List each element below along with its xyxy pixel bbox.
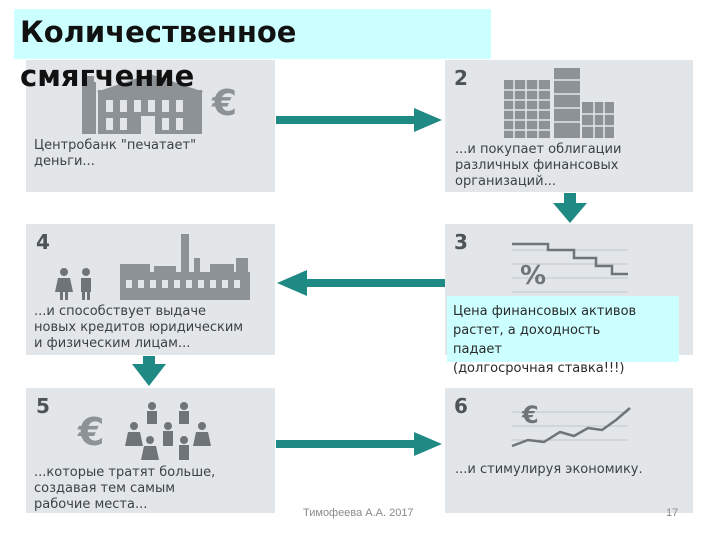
panel-6 bbox=[445, 388, 693, 513]
arrow-right-1-2 bbox=[276, 108, 442, 132]
falling-yield-chart-icon bbox=[512, 242, 628, 293]
panel-3-number: 3 bbox=[454, 230, 468, 254]
person-icon-2 bbox=[81, 268, 91, 300]
panel-4-text: ...и способствует выдаче новых кредитов … bbox=[34, 304, 244, 351]
panel-1-text: Центробанк "печатает" деньги... bbox=[34, 138, 197, 169]
arrow-down-4-5 bbox=[132, 356, 166, 386]
callout-highlight bbox=[447, 296, 679, 362]
arrow-right-5-6 bbox=[276, 432, 442, 456]
page-title: Количественное смягчение bbox=[20, 15, 297, 93]
crowd-icon bbox=[125, 402, 211, 460]
page-number: 17 bbox=[666, 507, 679, 519]
panel-2-text: ...и покупает облигации различных финанс… bbox=[455, 142, 622, 189]
euro-symbol-6: € bbox=[522, 401, 539, 429]
arrow-left-3-4 bbox=[277, 270, 445, 296]
factory-icon bbox=[120, 234, 250, 300]
people-and-factory-icon bbox=[55, 234, 250, 300]
panel-6-text: ...и стимулируя экономику. bbox=[455, 462, 643, 477]
euro-symbol-1: € bbox=[212, 83, 238, 124]
person-icon bbox=[55, 268, 73, 300]
panel-5-text: ...которые тратят больше, создавая тем с… bbox=[34, 465, 216, 512]
panel-4-number: 4 bbox=[36, 230, 50, 254]
callout-note: Цена финансовых активов растет, а доходн… bbox=[453, 304, 637, 376]
rising-economy-chart-icon bbox=[511, 407, 631, 448]
arrow-down-2-3 bbox=[553, 193, 587, 223]
financial-buildings-icon bbox=[504, 68, 614, 138]
panel-5-number: 5 bbox=[36, 394, 50, 418]
central-bank-icon bbox=[82, 74, 204, 134]
percent-symbol: % bbox=[520, 261, 547, 291]
footer-author: Тимофеева А.А. 2017 bbox=[303, 507, 414, 519]
panel-6-number: 6 bbox=[454, 394, 468, 418]
title-highlight bbox=[14, 9, 491, 59]
euro-symbol-5: € bbox=[78, 410, 105, 454]
panel-2-number: 2 bbox=[454, 66, 468, 90]
